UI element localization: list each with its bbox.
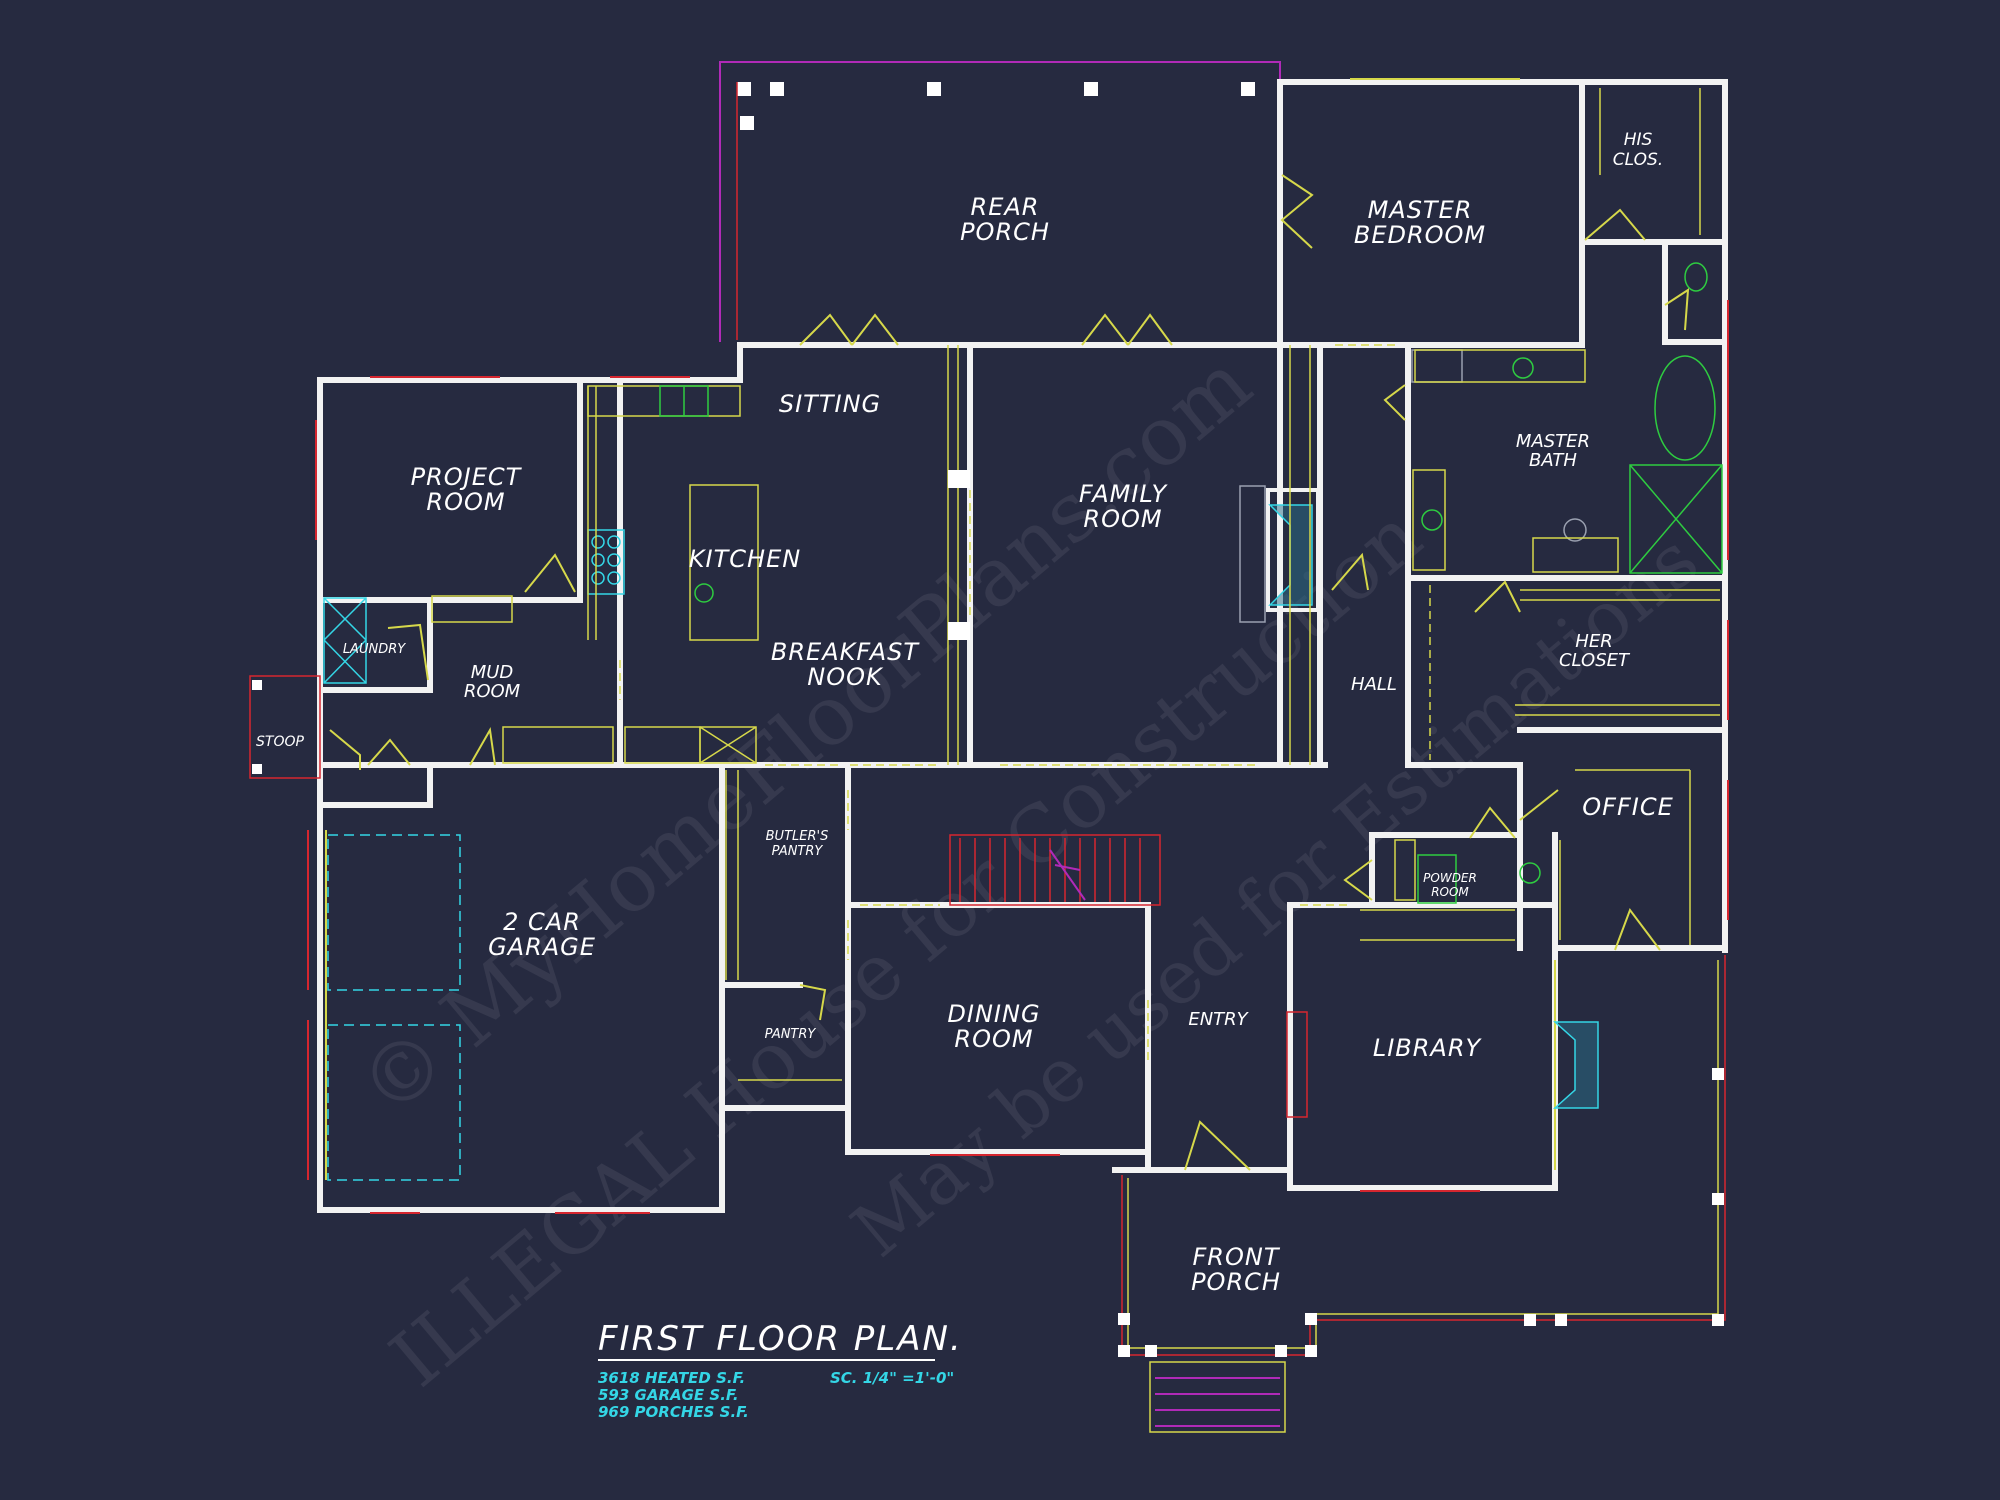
columns (948, 470, 970, 640)
label-master-bath-2: BATH (1529, 450, 1577, 471)
label-master-bath-1: MASTER (1516, 431, 1590, 452)
watermark: © MyHomeFloorPlans.com ILLEGAL House for… (342, 336, 1715, 1405)
label-master-bedroom-2: BEDROOM (1354, 221, 1486, 249)
label-hall: HALL (1351, 674, 1397, 695)
title-block: FIRST FLOOR PLAN. 3618 HEATED S.F. 593 G… (598, 1319, 963, 1421)
label-pantry: PANTRY (765, 1027, 817, 1042)
walls (317, 79, 1728, 1213)
label-powder-room-2: ROOM (1431, 885, 1469, 899)
stoop-outline (249, 675, 321, 779)
label-his-closet-1: HIS (1624, 130, 1653, 150)
closet-shelving (725, 88, 1720, 1081)
label-mud-room-1: MUD (471, 662, 514, 683)
label-office: OFFICE (1582, 793, 1674, 821)
label-sitting: SITTING (779, 390, 881, 418)
staircase (949, 834, 1161, 906)
label-his-closet-2: CLOS. (1613, 150, 1663, 170)
label-breakfast-nook-2: NOOK (807, 663, 884, 691)
garage-bays (327, 834, 461, 1181)
label-master-bedroom-1: MASTER (1368, 196, 1473, 224)
label-her-closet-2: CLOSET (1559, 650, 1631, 671)
label-front-porch-2: PORCH (1191, 1268, 1281, 1296)
plan-scale: SC. 1/4" =1'-0" (830, 1369, 954, 1387)
doors (329, 174, 1690, 1171)
label-project-room-1: PROJECT (411, 463, 523, 491)
label-library: LIBRARY (1373, 1034, 1483, 1062)
label-entry: ENTRY (1188, 1009, 1249, 1030)
label-laundry: LAUNDRY (343, 642, 406, 657)
label-front-porch-1: FRONT (1193, 1243, 1281, 1271)
label-family-room-1: FAMILY (1079, 480, 1169, 508)
stat-porches: 969 PORCHES S.F. (598, 1403, 749, 1421)
stat-garage: 593 GARAGE S.F. (598, 1386, 739, 1404)
label-stoop: STOOP (256, 734, 304, 750)
label-garage-2: GARAGE (488, 933, 596, 961)
cased-openings (619, 344, 1395, 1060)
label-rear-porch-2: PORCH (960, 218, 1050, 246)
label-rear-porch-1: REAR (971, 193, 1040, 221)
label-kitchen: KITCHEN (689, 545, 801, 573)
label-butlers-pantry-2: PANTRY (772, 844, 824, 859)
label-dining-room-1: DINING (947, 1000, 1040, 1028)
windows (307, 78, 1729, 1214)
label-breakfast-nook-1: BREAKFAST (771, 638, 921, 666)
label-butlers-pantry-1: BUTLER'S (766, 829, 829, 844)
kitchen-fixtures (502, 385, 759, 764)
fireplace-library (1286, 1011, 1599, 1118)
rear-porch-outline (719, 61, 1281, 342)
label-garage-1: 2 CAR (503, 908, 581, 936)
stat-heated: 3618 HEATED S.F. (598, 1369, 745, 1387)
master-bath-fixtures (1411, 262, 1723, 574)
front-porch-outline (1118, 955, 1726, 1433)
label-powder-room-1: POWDER (1423, 871, 1477, 885)
label-dining-room-2: ROOM (954, 1025, 1033, 1053)
label-her-closet-1: HER (1575, 631, 1612, 652)
room-labels: REAR PORCH MASTER BEDROOM HIS CLOS. SITT… (256, 130, 1674, 1296)
label-project-room-2: ROOM (426, 488, 505, 516)
label-family-room-2: ROOM (1083, 505, 1162, 533)
label-mud-room-2: ROOM (464, 681, 521, 702)
laundry-fixtures (323, 595, 513, 684)
plan-title: FIRST FLOOR PLAN. (598, 1319, 963, 1359)
